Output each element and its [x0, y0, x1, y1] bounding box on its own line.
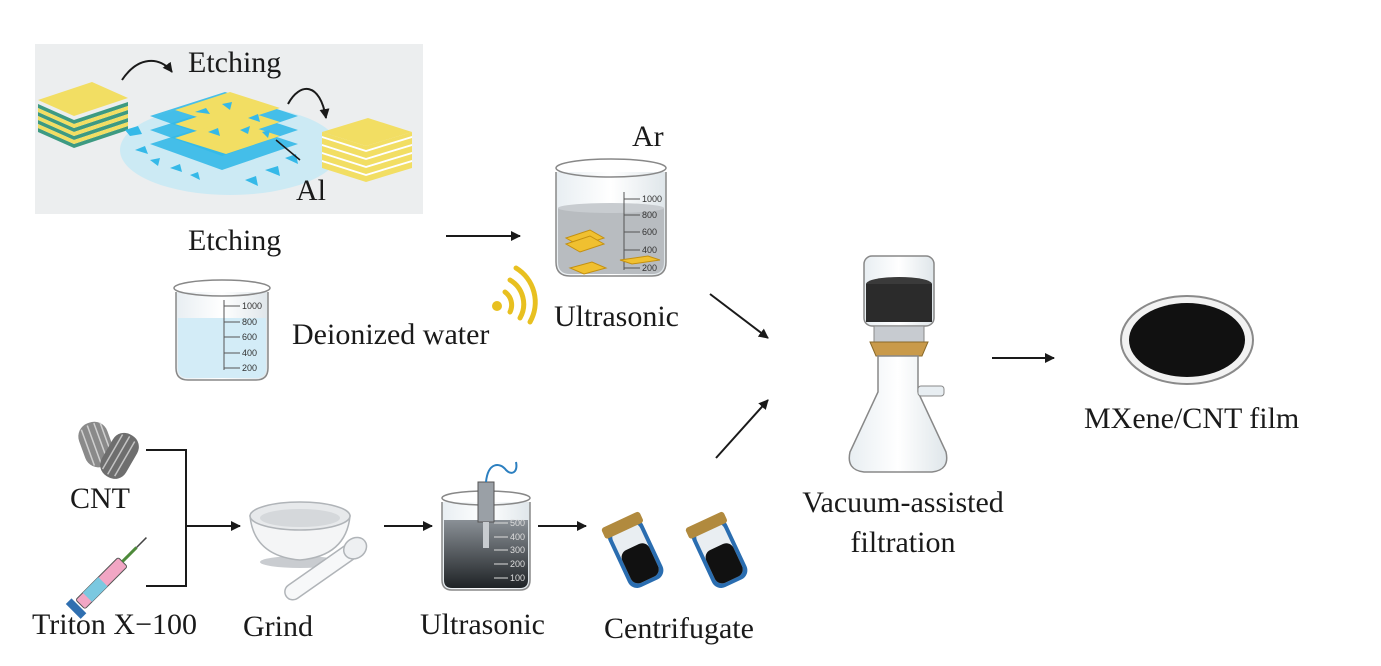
filtration-flask-icon: [848, 255, 948, 473]
cnt-bundle-icon: [78, 421, 139, 479]
scale-tick: 800: [642, 210, 657, 220]
scale-tick: 600: [242, 332, 257, 342]
vacuum-filtration-label-line2: filtration: [850, 526, 956, 559]
scale-tick: 500: [510, 518, 525, 528]
deionized-water-label: Deionized water: [292, 318, 490, 351]
scale-tick: 400: [642, 245, 657, 255]
etching-label: Etching: [188, 224, 282, 257]
syringe-icon: [65, 537, 147, 619]
triton-label: Triton X−100: [32, 608, 198, 641]
scale-tick: 200: [510, 559, 525, 569]
grind-label: Grind: [243, 610, 313, 643]
centrifugate-label: Centrifugate: [604, 612, 754, 645]
centrifuge-tube-icon: [601, 511, 664, 588]
film-label: MXene/CNT film: [1084, 402, 1300, 435]
scale-tick: 300: [510, 545, 525, 555]
cnt-label: CNT: [70, 482, 130, 515]
scale-tick: 200: [242, 363, 257, 373]
deionized-water-beaker-icon: 1000 800 600 400 200: [173, 279, 271, 381]
centrifuge-tube-icon: [685, 511, 748, 588]
vacuum-filtration-label-line1: Vacuum-assisted: [802, 486, 1004, 519]
scale-tick: 400: [510, 532, 525, 542]
ultrasonic-bottom-label: Ultrasonic: [420, 608, 545, 641]
mxene-dispersion-beaker-icon: 1000 800 600 400 200: [555, 158, 667, 277]
scale-tick: 200: [642, 263, 657, 273]
ultrasonic-beaker-icon: 500 400 300 200 100: [441, 461, 531, 591]
ultrasonic-wave-icon: [492, 265, 538, 325]
etching-panel: [35, 44, 423, 214]
scale-tick: 800: [242, 317, 257, 327]
al-label: Al: [296, 174, 326, 207]
max-phase-stack-icon: [38, 82, 128, 148]
scale-tick: 1000: [642, 194, 662, 204]
mxene-stack-icon: [322, 118, 412, 182]
scale-tick: 400: [242, 348, 257, 358]
scale-tick: 600: [642, 227, 657, 237]
scale-tick: 1000: [242, 301, 262, 311]
mortar-pestle-icon: [249, 501, 368, 601]
ultrasonic-top-label: Ultrasonic: [554, 300, 679, 333]
film-disc-icon: [1120, 295, 1254, 385]
etched-layers-icon: [120, 92, 340, 195]
argon-label: Ar: [632, 120, 664, 153]
scale-tick: 100: [510, 573, 525, 583]
etching-panel-caption: Etching: [188, 46, 282, 79]
